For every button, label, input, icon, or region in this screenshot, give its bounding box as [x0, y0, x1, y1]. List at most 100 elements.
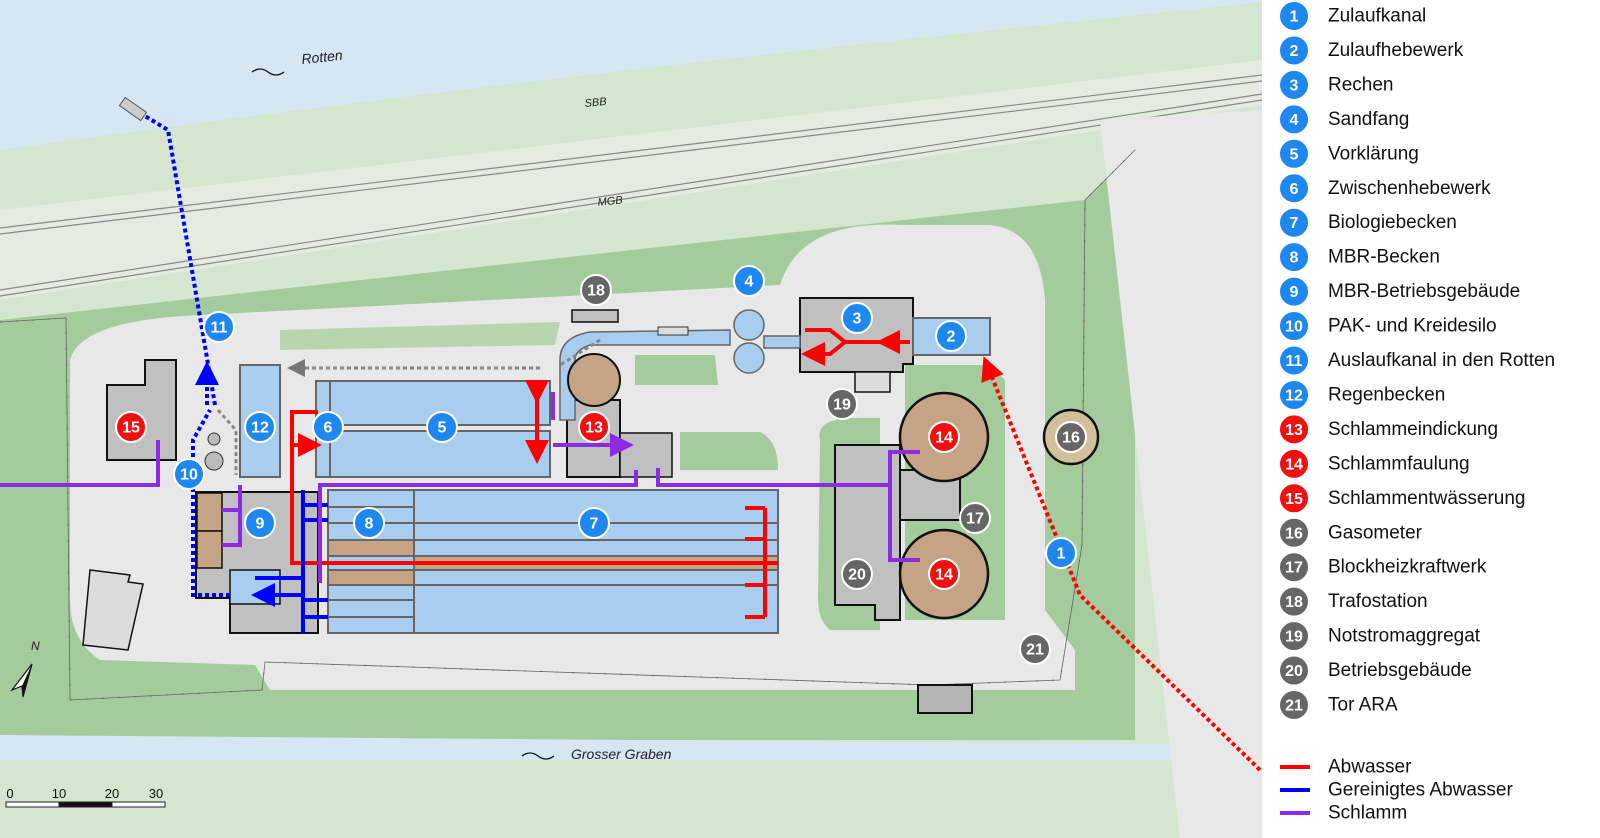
- legend-marker-2: 2: [1278, 34, 1310, 67]
- marker-number: 3: [1290, 77, 1299, 94]
- outlet-chamber: [229, 569, 281, 605]
- north-arrow-icon: N: [10, 639, 40, 698]
- legend-label: Zwischenhebewerk: [1328, 178, 1491, 199]
- marker-circle: [928, 558, 960, 590]
- legend-marker-18: 18: [1278, 585, 1310, 618]
- legend-label: Tor ARA: [1328, 695, 1398, 716]
- marker-number: 18: [1285, 594, 1303, 611]
- river-grosser-graben: [0, 735, 1262, 760]
- legend-marker-1: 1: [1278, 0, 1310, 32]
- marker-number: 8: [1290, 250, 1299, 267]
- silo: [204, 451, 224, 471]
- legend-marker-5: 5: [1278, 137, 1310, 170]
- marker-circle: [578, 507, 610, 539]
- grass-island: [280, 322, 560, 350]
- marker-circle: [1055, 421, 1087, 453]
- legend-marker-10: 10: [1278, 310, 1310, 343]
- marker-circle: [928, 421, 960, 453]
- marker-number: 17: [966, 511, 984, 528]
- marker-circle: [826, 388, 858, 420]
- legend-marker-14: 14: [1278, 447, 1310, 480]
- marker-number: 3: [853, 311, 862, 328]
- legend-label: Zulaufhebewerk: [1328, 40, 1464, 61]
- legend-marker-12: 12: [1278, 378, 1310, 411]
- map-marker-16: 16: [1055, 421, 1087, 453]
- trafostation: [571, 309, 619, 323]
- river-rotten: [0, 0, 1262, 150]
- map-marker-7: 7: [578, 507, 610, 539]
- silo: [207, 432, 221, 446]
- map-marker-13: 13: [578, 411, 610, 443]
- marker-circle: [1278, 275, 1310, 308]
- map-marker-19: 19: [826, 388, 858, 420]
- marker-circle: [1278, 172, 1310, 205]
- marker-number: 2: [947, 329, 956, 346]
- marker-circle: [173, 458, 205, 490]
- marker-number: 10: [1285, 319, 1303, 336]
- marker-number: 5: [1290, 146, 1299, 163]
- gate-house: [917, 684, 973, 714]
- marker-number: 1: [1057, 546, 1066, 563]
- legend-marker-21: 21: [1278, 689, 1310, 721]
- marker-number: 11: [1286, 353, 1303, 370]
- marker-circle: [1278, 447, 1310, 480]
- legend-label: Sandfang: [1328, 109, 1409, 130]
- marker-circle: [959, 502, 991, 534]
- marker-number: 20: [1285, 663, 1303, 680]
- marker-circle: [1278, 551, 1310, 584]
- marker-circle: [1278, 0, 1310, 32]
- marker-circle: [244, 507, 276, 539]
- marker-circle: [1278, 654, 1310, 687]
- marker-circle: [1278, 689, 1310, 721]
- legend-line-label: Schlamm: [1328, 803, 1407, 824]
- marker-number: 15: [122, 420, 140, 437]
- marker-number: 14: [935, 430, 953, 447]
- marker-number: 6: [1290, 181, 1299, 198]
- legend-label: Gasometer: [1328, 522, 1423, 543]
- scale-tick: 30: [149, 786, 163, 801]
- marker-circle: [203, 311, 235, 343]
- river-flow-symbol: [521, 752, 555, 760]
- marker-number: 12: [1285, 387, 1303, 404]
- map-marker-18: 18: [580, 274, 612, 306]
- building-misc: [82, 569, 144, 651]
- marker-number: 6: [324, 420, 333, 437]
- marker-number: 16: [1285, 525, 1303, 542]
- marker-number: 7: [590, 516, 599, 533]
- building-13-annex: [619, 432, 673, 478]
- map-marker-2: 2: [935, 320, 967, 352]
- marker-circle: [841, 302, 873, 334]
- legend-label: Auslaufkanal in den Rotten: [1328, 350, 1555, 371]
- legend-marker-6: 6: [1278, 172, 1310, 205]
- legend-marker-15: 15: [1278, 482, 1310, 515]
- marker-number: 21: [1285, 698, 1303, 715]
- marker-circle: [578, 411, 610, 443]
- legend-marker-8: 8: [1278, 241, 1310, 274]
- road-east: [1100, 110, 1262, 838]
- legend-label: MBR-Betriebsgebäude: [1328, 281, 1520, 302]
- legend-label: Vorklärung: [1328, 143, 1419, 164]
- legend-marker-13: 13: [1278, 413, 1310, 446]
- legend-panel: [1262, 0, 1600, 838]
- marker-number: 2: [1290, 43, 1299, 60]
- marker-number: 17: [1285, 560, 1303, 577]
- silo-bay: [196, 530, 223, 569]
- marker-circle: [115, 411, 147, 443]
- map-marker-4: 4: [733, 265, 765, 297]
- marker-number: 20: [848, 567, 866, 584]
- marker-circle: [1278, 482, 1310, 515]
- thickener-tank: [567, 353, 621, 407]
- map-marker-17: 17: [959, 502, 991, 534]
- pipe-box: [657, 326, 689, 336]
- marker-number: 4: [745, 274, 754, 291]
- marker-circle: [426, 411, 458, 443]
- legend-marker-7: 7: [1278, 206, 1310, 239]
- scale-tick: 20: [105, 786, 119, 801]
- legend-marker-17: 17: [1278, 551, 1310, 584]
- marker-number: 12: [251, 420, 269, 437]
- marker-circle: [1278, 344, 1310, 377]
- legend-label: Zulaufkanal: [1328, 6, 1426, 27]
- marker-circle: [1278, 413, 1310, 446]
